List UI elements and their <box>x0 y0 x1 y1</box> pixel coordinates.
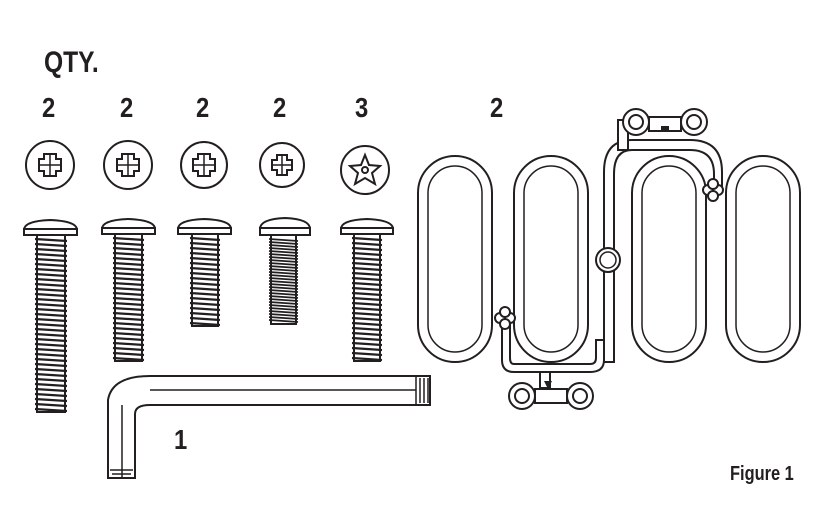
hex-key <box>107 375 431 479</box>
figure-caption: Figure 1 <box>730 463 794 485</box>
qty-screw-2: 2 <box>120 92 134 123</box>
qty-screw-4: 2 <box>273 92 287 123</box>
screw-threads <box>34 236 383 413</box>
screw-4-head-icon <box>259 142 305 188</box>
screw-1-head-icon <box>25 140 75 190</box>
qty-cable-clip: 2 <box>490 92 504 123</box>
qty-hex-key: 1 <box>174 424 188 455</box>
qty-screw-3: 2 <box>196 92 210 123</box>
screw-3-head-icon <box>180 141 228 189</box>
cable-clip-set <box>417 108 801 410</box>
qty-screw-1: 2 <box>42 92 56 123</box>
qty-heading: QTY. <box>44 46 99 79</box>
screw-5-head-star-icon <box>340 145 390 195</box>
screw-2-head-icon <box>103 140 153 190</box>
qty-screw-5: 3 <box>355 92 369 123</box>
